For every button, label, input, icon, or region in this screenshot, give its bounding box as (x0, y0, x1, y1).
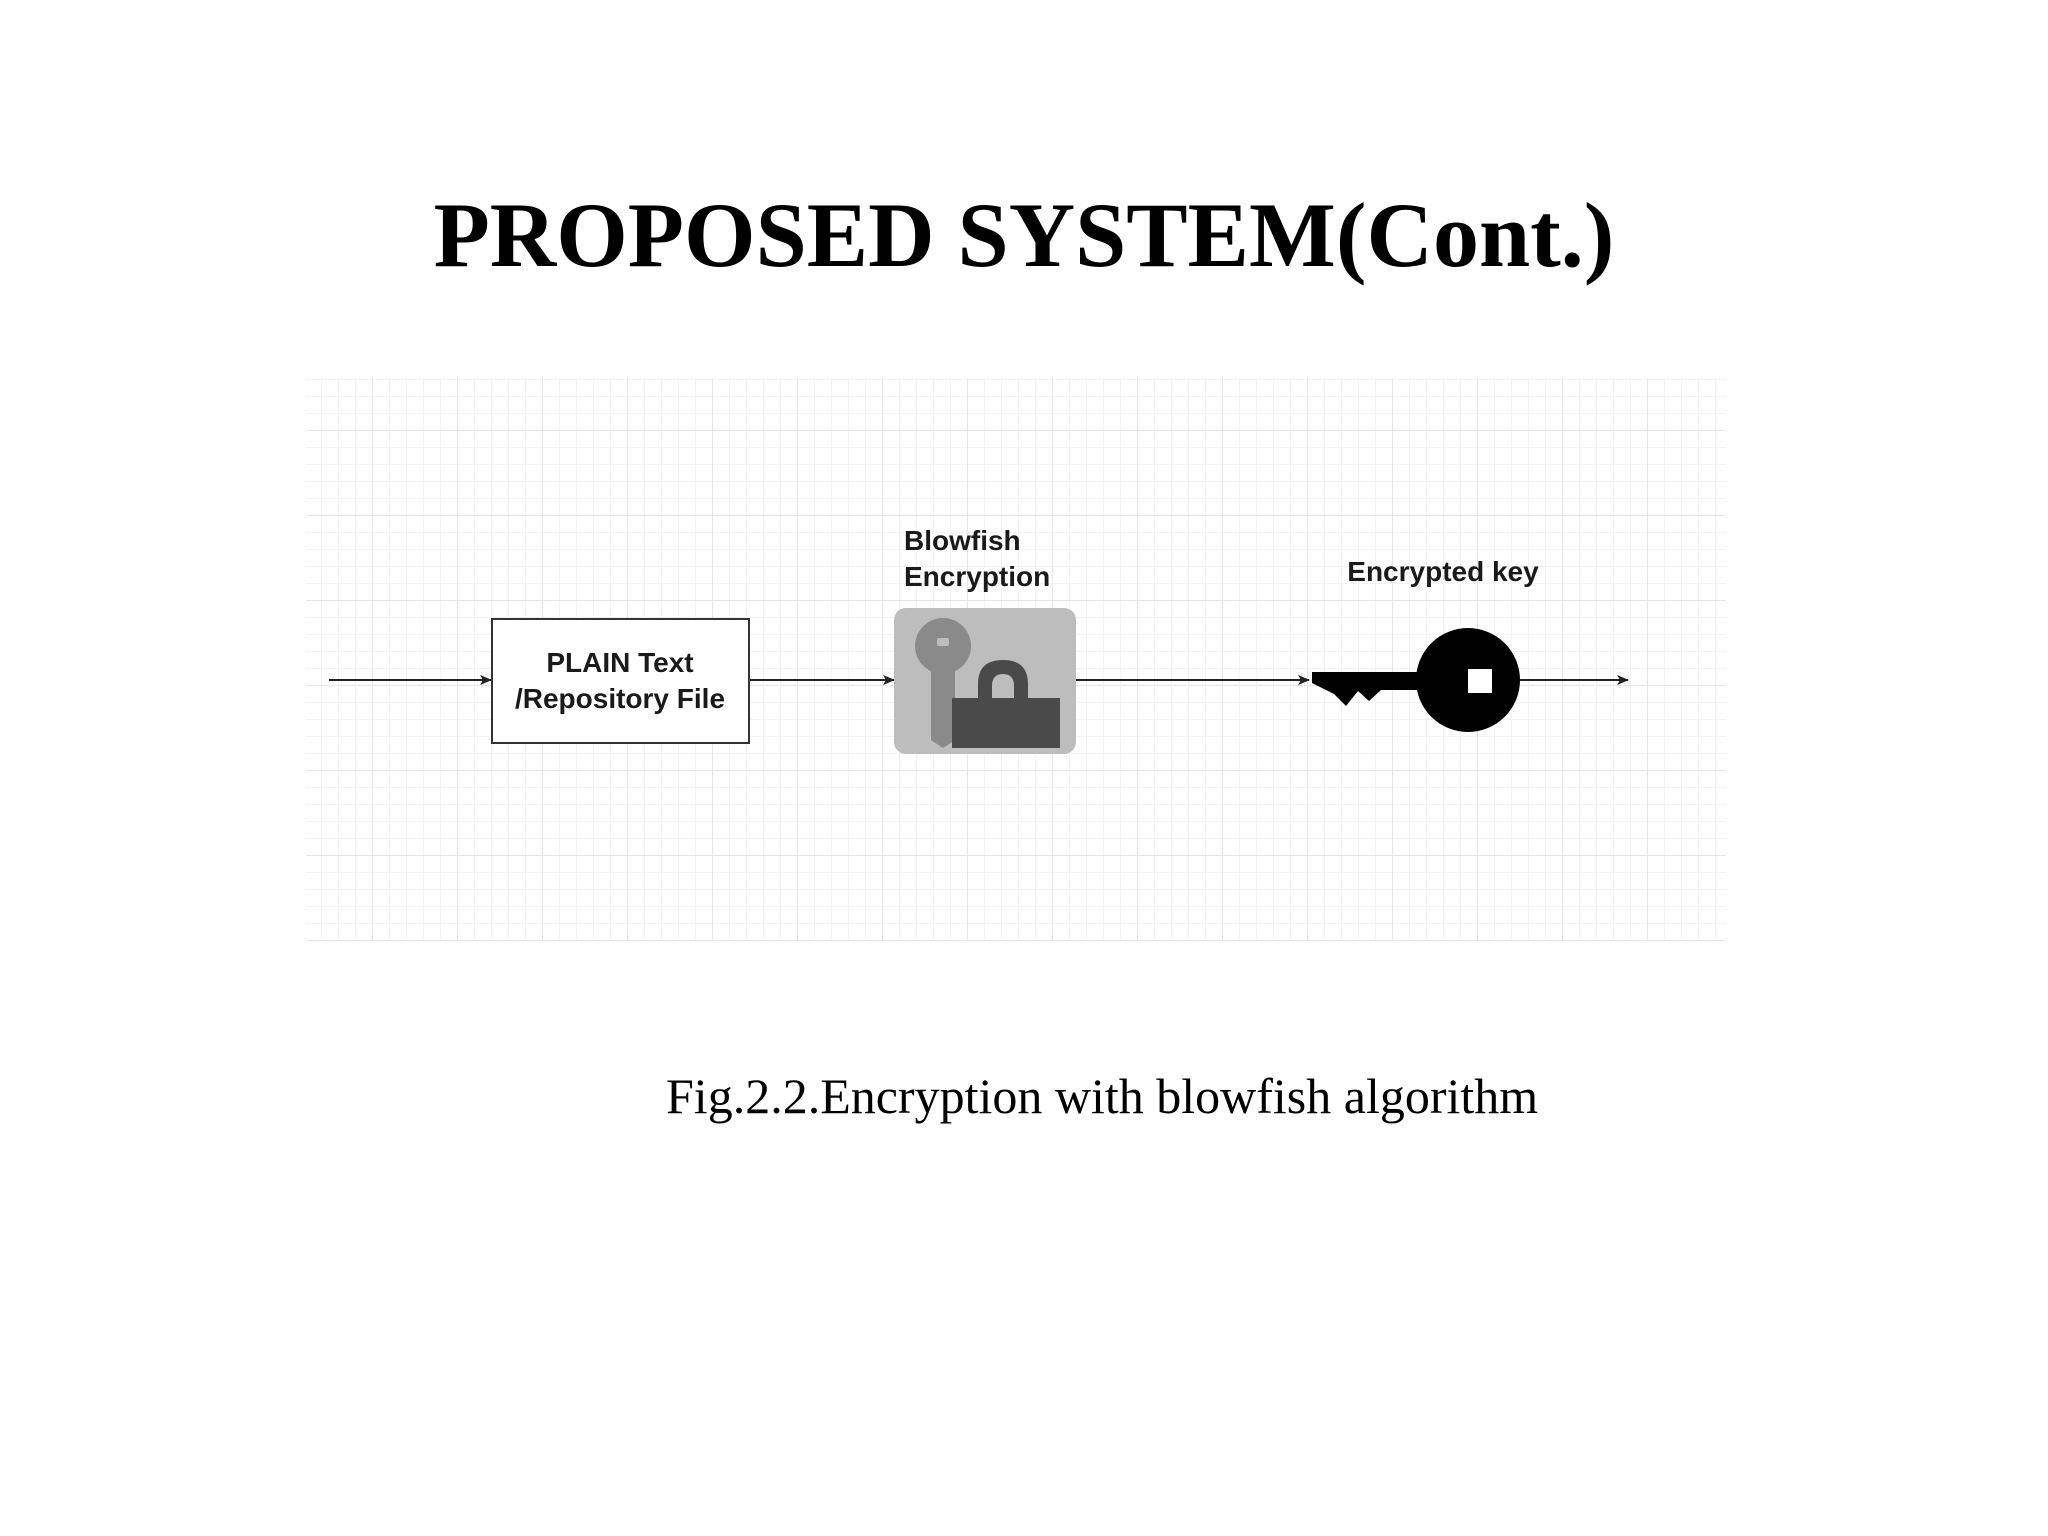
encrypted-key-node: Encrypted key (1312, 556, 1539, 732)
plain-text-node: PLAIN Text /Repository File (491, 618, 750, 744)
plain-text-label-line-1: PLAIN Text (546, 647, 693, 678)
flow-diagram: PLAIN Text /Repository File Blowfish Enc… (329, 525, 1629, 754)
blowfish-label-line-1: Blowfish (904, 525, 1021, 556)
key-icon (1312, 628, 1520, 732)
blowfish-node: Blowfish Encryption (894, 525, 1076, 754)
plain-text-label-line-2: /Repository File (515, 683, 725, 714)
diagram-grid-panel: PLAIN Text /Repository File Blowfish Enc… (306, 378, 1726, 941)
slide-title: PROPOSED SYSTEM(Cont.) (433, 184, 1615, 286)
figure-caption: Fig.2.2.Encryption with blowfish algorit… (666, 1068, 1539, 1124)
blowfish-label-line-2: Encryption (904, 561, 1050, 592)
key-lock-icon (894, 608, 1076, 754)
encrypted-key-label: Encrypted key (1347, 556, 1539, 587)
plain-text-box (491, 618, 750, 744)
